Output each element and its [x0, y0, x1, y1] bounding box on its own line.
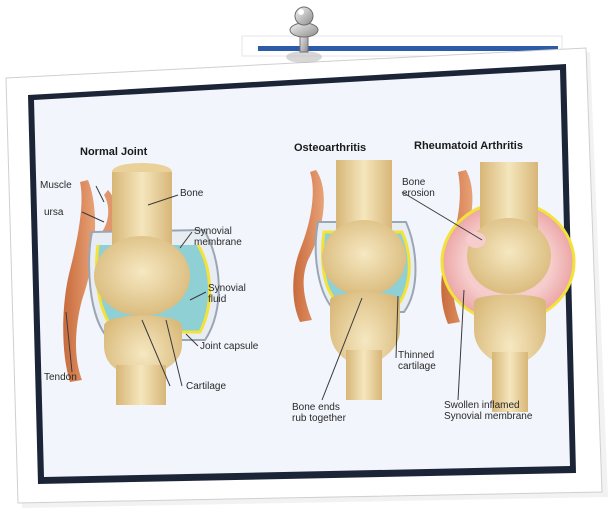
label-tendon: Tendon — [44, 372, 77, 383]
label-cartilage: Cartilage — [186, 381, 226, 392]
rheumatoid-arthritis-title: Rheumatoid Arthritis — [414, 140, 523, 152]
label-thinned-cartilage-line2: cartilage — [398, 361, 436, 372]
label-synovial-membrane-line1: Synovial — [194, 226, 232, 237]
normal-joint-title: Normal Joint — [80, 146, 147, 158]
label-muscle: Muscle — [40, 180, 72, 191]
label-synovial-fluid-line1: Synovial — [208, 283, 246, 294]
label-thinned-cartilage-line1: Thinned — [398, 350, 434, 361]
label-bone-ends-line2: rub together — [292, 413, 346, 424]
label-bone-erosion-line1: Bone — [402, 177, 425, 188]
osteoarthritis-title: Osteoarthritis — [294, 142, 366, 154]
label-synovial-membrane-line2: membrane — [194, 237, 242, 248]
label-bone-ends-line1: Bone ends — [292, 402, 340, 413]
label-bone-erosion-line2: erosion — [402, 188, 435, 199]
label-joint-capsule: Joint capsule — [200, 341, 258, 352]
label-bursa: ursa — [44, 207, 63, 218]
label-swollen-membrane-line1: Swollen inflamed — [444, 400, 520, 411]
label-swollen-membrane-line2: Synovial membrane — [444, 411, 532, 422]
pushpin-icon — [286, 7, 322, 63]
label-synovial-fluid-line2: fluid — [208, 294, 226, 305]
label-bone: Bone — [180, 188, 203, 199]
